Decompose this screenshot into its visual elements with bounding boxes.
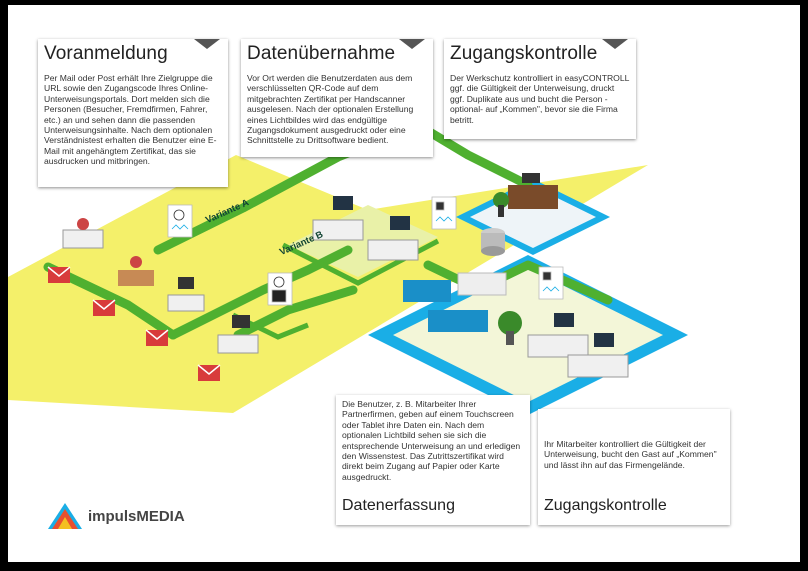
corner-mark-icon bbox=[399, 39, 425, 49]
logo-text: impulsMEDIA bbox=[88, 507, 185, 525]
plant-icons bbox=[493, 192, 522, 345]
path-left-branch bbox=[43, 262, 178, 340]
diagram-canvas: Variante A Variante B Voranmeldung Per M… bbox=[8, 5, 800, 562]
card-body: Vor Ort werden die Benutzerdaten aus dem… bbox=[247, 73, 414, 146]
lounge-sofas bbox=[403, 272, 507, 332]
card-voranmeldung: Voranmeldung Per Mail oder Post erhält I… bbox=[38, 39, 228, 187]
envelope-icons bbox=[47, 266, 221, 381]
card-body: Der Werkschutz kontrolliert in easyCONTR… bbox=[450, 73, 630, 125]
corner-mark-icon bbox=[194, 39, 220, 49]
workstations bbox=[62, 173, 629, 378]
card-title: Zugangskontrolle bbox=[544, 497, 667, 514]
card-title: Zugangskontrolle bbox=[450, 43, 598, 64]
company-logo: impulsMEDIA bbox=[48, 503, 185, 529]
card-title: Voranmeldung bbox=[44, 43, 168, 64]
server-icon bbox=[481, 228, 505, 256]
logo-icon bbox=[48, 503, 82, 529]
corner-mark-icon bbox=[602, 39, 628, 49]
isometric-scene bbox=[8, 120, 688, 415]
document-icons bbox=[167, 196, 564, 306]
card-body: Die Benutzer, z. B. Mitarbeiter Ihrer Pa… bbox=[342, 399, 521, 482]
card-zugangskontrolle-bottom: Ihr Mitarbeiter kontrolliert die Gültigk… bbox=[538, 409, 730, 525]
card-body: Per Mail oder Post erhält Ihre Zielgrupp… bbox=[44, 73, 217, 167]
card-datenerfassung: Die Benutzer, z. B. Mitarbeiter Ihrer Pa… bbox=[336, 395, 530, 525]
card-title: Datenübernahme bbox=[247, 43, 396, 64]
card-title: Datenerfassung bbox=[342, 497, 455, 514]
card-zugangskontrolle-top: Zugangskontrolle Der Werkschutz kontroll… bbox=[444, 39, 636, 139]
card-body: Ihr Mitarbeiter kontrolliert die Gültigk… bbox=[544, 439, 717, 470]
card-datenuebernahme: Datenübernahme Vor Ort werden die Benutz… bbox=[241, 39, 433, 157]
